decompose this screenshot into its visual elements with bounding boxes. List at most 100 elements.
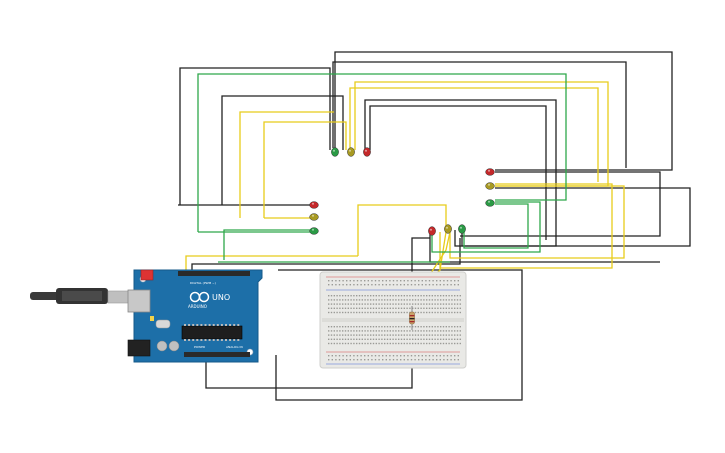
breadboard-hole[interactable]: [382, 359, 384, 361]
breadboard-hole[interactable]: [400, 330, 403, 332]
breadboard-hole[interactable]: [331, 359, 333, 361]
breadboard-hole[interactable]: [375, 330, 377, 332]
breadboard-hole[interactable]: [328, 307, 330, 309]
breadboard-hole[interactable]: [367, 326, 369, 328]
breadboard-hole[interactable]: [378, 342, 380, 345]
breadboard-hole[interactable]: [392, 326, 394, 328]
led-icon[interactable]: [458, 224, 466, 234]
breadboard-hole[interactable]: [398, 303, 400, 305]
breadboard-hole[interactable]: [367, 280, 369, 282]
breadboard-hole[interactable]: [389, 342, 391, 345]
breadboard-hole[interactable]: [392, 311, 394, 314]
breadboard-hole[interactable]: [385, 359, 387, 361]
led-icon[interactable]: [485, 199, 495, 207]
breadboard-hole[interactable]: [423, 299, 425, 301]
breadboard-hole[interactable]: [353, 311, 355, 314]
breadboard-hole[interactable]: [448, 334, 450, 336]
breadboard-hole[interactable]: [437, 330, 439, 332]
breadboard-hole[interactable]: [456, 307, 459, 309]
usb-cable[interactable]: [30, 288, 137, 304]
led-icon[interactable]: [485, 168, 495, 176]
breadboard-hole[interactable]: [456, 338, 459, 340]
breadboard-hole[interactable]: [339, 342, 341, 345]
breadboard-hole[interactable]: [431, 295, 433, 297]
breadboard-hole[interactable]: [333, 303, 335, 305]
breadboard-hole[interactable]: [367, 307, 369, 309]
breadboard-hole[interactable]: [338, 359, 341, 361]
breadboard-hole[interactable]: [367, 338, 369, 340]
breadboard-hole[interactable]: [436, 359, 438, 361]
breadboard-hole[interactable]: [448, 307, 450, 309]
breadboard-hole[interactable]: [347, 311, 349, 314]
breadboard-hole[interactable]: [417, 326, 419, 328]
breadboard-hole[interactable]: [454, 338, 456, 340]
breadboard-hole[interactable]: [386, 330, 389, 332]
breadboard-hole[interactable]: [384, 299, 386, 301]
breadboard-hole[interactable]: [342, 334, 344, 336]
breadboard-hole[interactable]: [335, 284, 337, 286]
breadboard-hole[interactable]: [367, 299, 369, 301]
breadboard-hole[interactable]: [370, 307, 372, 309]
breadboard-hole[interactable]: [350, 295, 352, 297]
breadboard-hole[interactable]: [403, 284, 405, 286]
breadboard-hole[interactable]: [381, 299, 383, 301]
breadboard-hole[interactable]: [412, 326, 414, 328]
breadboard-hole[interactable]: [434, 299, 436, 301]
breadboard-hole[interactable]: [456, 299, 459, 301]
breadboard-hole[interactable]: [414, 303, 417, 305]
wire-black-9[interactable]: [461, 187, 691, 247]
led-icon[interactable]: [309, 201, 319, 209]
breadboard-hole[interactable]: [420, 342, 422, 345]
breadboard-hole[interactable]: [349, 359, 351, 361]
breadboard-hole[interactable]: [347, 334, 349, 336]
breadboard-hole[interactable]: [418, 284, 420, 286]
wire-yellow-8[interactable]: [357, 204, 447, 256]
breadboard-hole[interactable]: [330, 334, 333, 336]
breadboard-hole[interactable]: [406, 307, 408, 309]
breadboard-hole[interactable]: [364, 307, 366, 309]
breadboard-hole[interactable]: [364, 284, 366, 286]
breadboard-hole[interactable]: [396, 355, 398, 357]
breadboard-hole[interactable]: [375, 303, 377, 305]
breadboard-hole[interactable]: [339, 338, 341, 340]
breadboard-hole[interactable]: [367, 311, 369, 314]
breadboard-hole[interactable]: [400, 338, 403, 340]
breadboard-hole[interactable]: [372, 338, 375, 340]
breadboard-hole[interactable]: [336, 338, 338, 340]
breadboard-hole[interactable]: [358, 342, 361, 345]
breadboard-hole[interactable]: [446, 280, 449, 282]
breadboard-hole[interactable]: [342, 284, 344, 286]
breadboard-hole[interactable]: [330, 338, 333, 340]
breadboard-hole[interactable]: [420, 338, 422, 340]
breadboard-hole[interactable]: [459, 342, 461, 345]
breadboard-hole[interactable]: [454, 330, 456, 332]
breadboard-hole[interactable]: [432, 355, 434, 357]
breadboard-hole[interactable]: [442, 307, 445, 309]
breadboard-hole[interactable]: [436, 280, 438, 282]
breadboard-hole[interactable]: [358, 330, 361, 332]
breadboard-hole[interactable]: [336, 334, 338, 336]
breadboard-hole[interactable]: [445, 303, 447, 305]
breadboard-hole[interactable]: [375, 334, 377, 336]
breadboard-hole[interactable]: [367, 342, 369, 345]
breadboard-hole[interactable]: [356, 330, 358, 332]
breadboard-hole[interactable]: [375, 299, 377, 301]
breadboard-hole[interactable]: [350, 330, 352, 332]
breadboard-hole[interactable]: [398, 342, 400, 345]
breadboard-hole[interactable]: [371, 284, 373, 286]
breadboard-hole[interactable]: [331, 280, 333, 282]
breadboard-hole[interactable]: [389, 334, 391, 336]
breadboard-hole[interactable]: [409, 342, 411, 345]
breadboard-hole[interactable]: [443, 280, 445, 282]
breadboard-hole[interactable]: [384, 303, 386, 305]
led-icon[interactable]: [444, 224, 452, 234]
breadboard-hole[interactable]: [450, 280, 452, 282]
breadboard-hole[interactable]: [417, 307, 419, 309]
breadboard-hole[interactable]: [417, 338, 419, 340]
breadboard-hole[interactable]: [445, 299, 447, 301]
breadboard-hole[interactable]: [428, 303, 431, 305]
breadboard-hole[interactable]: [356, 326, 358, 328]
breadboard-hole[interactable]: [403, 326, 405, 328]
breadboard-hole[interactable]: [370, 311, 372, 314]
breadboard-hole[interactable]: [425, 284, 427, 286]
